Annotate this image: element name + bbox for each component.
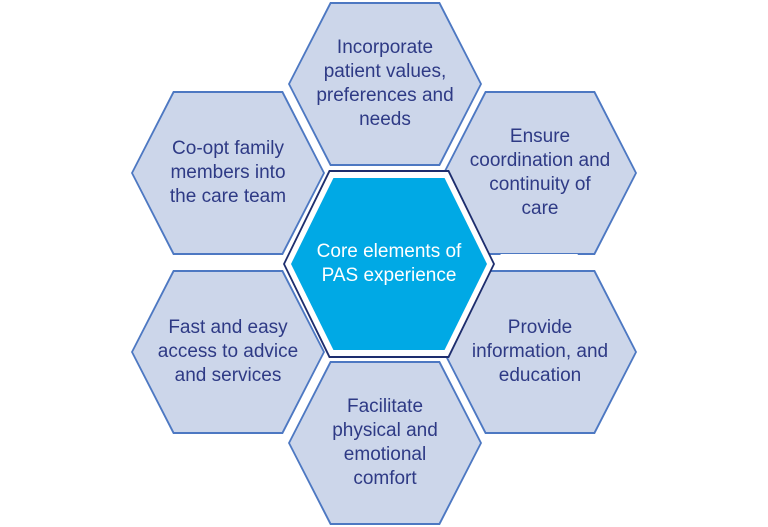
hexagon-bottom-label: Facilitate physical and emotional comfor… bbox=[332, 396, 438, 489]
hexagon-top-right-fill bbox=[445, 93, 635, 253]
hexagon-bottom-left-label: Fast and easy access to advice and servi… bbox=[157, 317, 299, 386]
center-hexagon-fill bbox=[291, 178, 487, 350]
hexagon-bottom: Facilitate physical and emotional comfor… bbox=[288, 361, 482, 525]
hexagon-bottom-right-label: Provide information, and education bbox=[471, 317, 609, 386]
hexagon-bottom-right: Provide information, and education bbox=[443, 270, 637, 434]
hexagon-top-label: Incorporate patient values, preferences … bbox=[316, 37, 454, 130]
hexagon-bottom-left-fill bbox=[133, 272, 323, 432]
hexagon-bottom-left: Fast and easy access to advice and servi… bbox=[131, 270, 325, 434]
hexagon-top-fill bbox=[290, 4, 480, 164]
center-hexagon-label: Core elements of PAS experience bbox=[316, 240, 462, 286]
hexagon-top-right: Ensure coordination and continuity of ca… bbox=[443, 91, 637, 255]
hexagon-top-left-label: Co-opt family members into the care team bbox=[169, 138, 287, 207]
hexagon-top: Incorporate patient values, preferences … bbox=[288, 2, 482, 166]
white-trapezoid-artifact bbox=[500, 254, 578, 269]
hexagon-top-left: Co-opt family members into the care team bbox=[131, 91, 325, 255]
hexagon-bottom-fill bbox=[290, 363, 480, 523]
hexagon-top-right-label: Ensure coordination and continuity of ca… bbox=[469, 126, 611, 219]
hexagon-top-left-fill bbox=[133, 93, 323, 253]
center-hexagon: Core elements of PAS experience bbox=[283, 170, 495, 358]
